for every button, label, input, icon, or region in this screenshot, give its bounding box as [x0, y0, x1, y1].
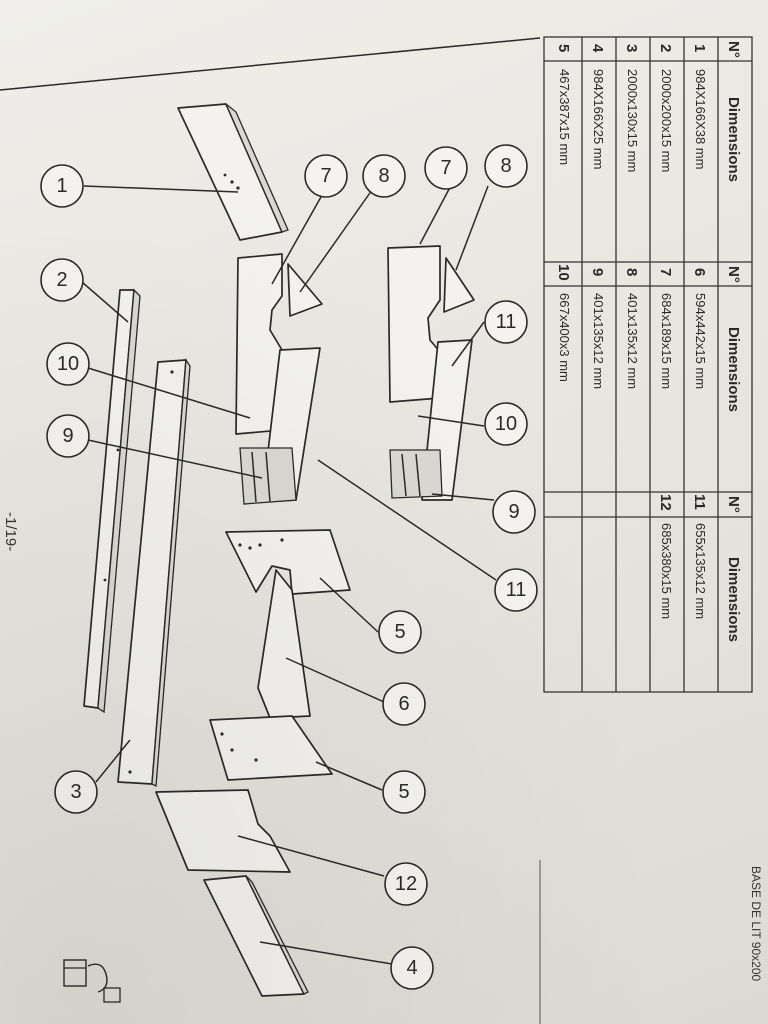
table-cell-dimension: 2000x130x15 mm — [625, 69, 640, 172]
table-cell-dimension: 667x400x3 mm — [557, 293, 572, 382]
callout-11-bottom: 11 — [494, 568, 538, 612]
svg-text:6: 6 — [398, 693, 409, 715]
table-header-no-3: N° — [725, 496, 742, 513]
callout-9-right: 9 — [492, 490, 536, 534]
callout-10-right: 10 — [484, 402, 528, 446]
part-8-left — [287, 263, 323, 317]
drawer-assembly-left — [235, 253, 323, 505]
table-header-dimensions-1: Dimensions — [725, 97, 742, 182]
callout-12: 12 — [384, 862, 428, 906]
part-3-long-rail — [117, 358, 191, 788]
table-header-no-1: N° — [725, 41, 742, 58]
part-1-rail — [177, 103, 289, 241]
table-cell-no: 3 — [623, 44, 640, 52]
drawer-assembly-right — [387, 245, 475, 501]
svg-text:3: 3 — [70, 781, 81, 803]
table-header-dimensions-3: Dimensions — [725, 557, 742, 642]
table-cell-dimension: 684x189x15 mm — [659, 293, 674, 389]
svg-text:10: 10 — [495, 413, 517, 435]
svg-text:11: 11 — [496, 311, 517, 333]
callout-5-bottom: 5 — [382, 770, 426, 814]
svg-text:10: 10 — [57, 353, 79, 375]
page-border-top — [0, 37, 541, 91]
svg-text:9: 9 — [62, 425, 73, 447]
callout-11-top: 11 — [484, 300, 528, 344]
svg-text:7: 7 — [320, 165, 331, 187]
table-cell-no: 4 — [589, 44, 606, 53]
table-cell-no: 8 — [623, 268, 640, 276]
callout-8-right: 8 — [484, 144, 528, 188]
page-number: -1/19- — [2, 512, 19, 551]
table-cell-dimension: 401x135x12 mm — [591, 293, 606, 389]
table-cell-dimension: 594x442x15 mm — [693, 293, 708, 389]
svg-text:1: 1 — [56, 175, 67, 197]
table-cell-no: 6 — [691, 268, 708, 276]
table-cell-no: 2 — [657, 44, 674, 52]
part-5-top — [225, 529, 351, 595]
table-cell-no: 12 — [657, 494, 674, 511]
svg-text:5: 5 — [398, 781, 409, 803]
table-cell-no: 1 — [691, 44, 708, 52]
table-cell-dimension: 2000x200x15 mm — [659, 69, 674, 172]
table-frame — [543, 36, 753, 693]
svg-text:5: 5 — [394, 621, 405, 643]
product-title: BASE DE LIT 90x200 — [749, 866, 763, 982]
callout-7-left: 7 — [304, 154, 348, 198]
table-cell-no: 9 — [589, 268, 606, 276]
callout-5-top: 5 — [378, 610, 422, 654]
table-cell-no: 7 — [657, 268, 674, 276]
callout-10-left: 10 — [46, 342, 90, 386]
table-cell-no: 5 — [555, 44, 572, 52]
callout-7-right: 7 — [424, 146, 468, 190]
callout-3: 3 — [54, 770, 98, 814]
svg-text:4: 4 — [406, 957, 417, 979]
callout-1: 1 — [40, 164, 84, 208]
svg-text:9: 9 — [508, 501, 519, 523]
svg-text:2: 2 — [56, 269, 67, 291]
callout-6: 6 — [382, 682, 426, 726]
assembly-logo-icon — [63, 959, 121, 1003]
svg-text:8: 8 — [500, 155, 511, 177]
table-cell-dimension: 984X166X25 mm — [591, 69, 606, 169]
table-header-dimensions-2: Dimensions — [725, 327, 742, 412]
part-4 — [203, 875, 309, 997]
callout-4: 4 — [390, 946, 434, 990]
callout-2: 2 — [40, 258, 84, 302]
svg-text:7: 7 — [440, 157, 451, 179]
table-cell-no: 10 — [555, 264, 572, 281]
table-cell-dimension: 401x135x12 mm — [625, 293, 640, 389]
table-cell-dimension: 467x387x15 mm — [557, 69, 572, 165]
svg-text:12: 12 — [395, 873, 417, 895]
part-12 — [155, 789, 291, 873]
svg-text:11: 11 — [506, 579, 527, 601]
table-cell-dimension: 655x135x12 mm — [693, 523, 708, 619]
callout-9-left: 9 — [46, 414, 90, 458]
table-cell-no: 11 — [691, 494, 708, 510]
dimensions-table: N° Dimensions N° Dimensions N° Dimension… — [543, 36, 753, 693]
part-5-bottom — [209, 715, 333, 781]
table-cell-dimension: 984X166X38 mm — [693, 69, 708, 169]
svg-text:8: 8 — [378, 165, 389, 187]
table-header-no-2: N° — [725, 266, 742, 283]
part-2-long-rail — [83, 288, 141, 714]
table-cell-dimension: 685x380x15 mm — [659, 523, 674, 619]
callout-8-left: 8 — [362, 154, 406, 198]
part-8-right — [443, 257, 475, 313]
